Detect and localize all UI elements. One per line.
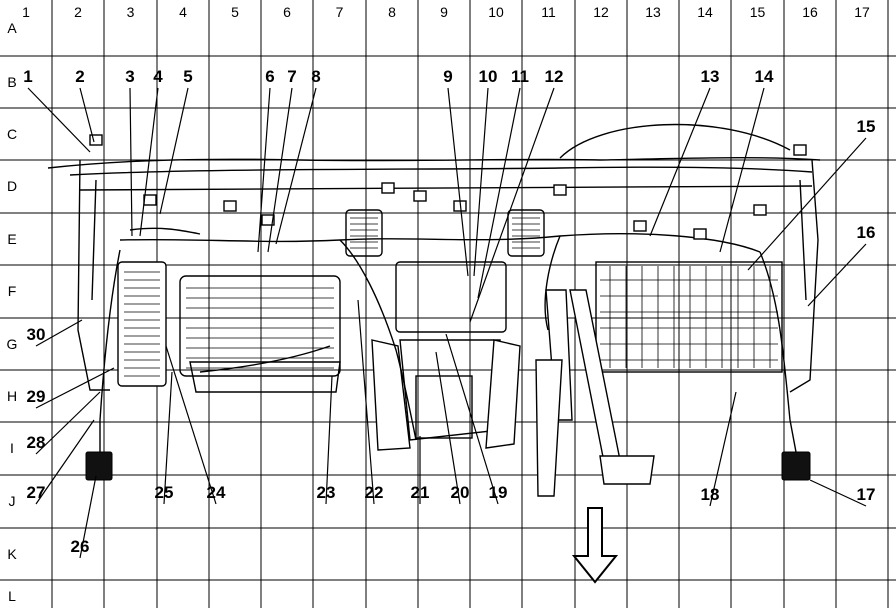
- glovebox-slats: [186, 287, 334, 369]
- callout-number: 5: [183, 67, 192, 86]
- callout-number: 8: [311, 67, 320, 86]
- callout-number: 9: [443, 67, 452, 86]
- row-label: C: [7, 126, 17, 142]
- callout-number: 3: [125, 67, 134, 86]
- callout-number: 19: [489, 483, 508, 502]
- callout-leader-line: [163, 371, 173, 505]
- callout-leader-line: [159, 87, 189, 215]
- column-label: 16: [802, 4, 818, 20]
- column-label: 13: [645, 4, 661, 20]
- row-label: I: [10, 440, 14, 456]
- column-label: 1: [22, 4, 30, 20]
- callout-leader-line: [719, 87, 765, 253]
- callout-leaders: [27, 87, 867, 559]
- callout-number: 28: [27, 433, 46, 452]
- callout-leader-line: [275, 87, 317, 245]
- callout-number: 7: [287, 67, 296, 86]
- callout-number: 13: [701, 67, 720, 86]
- column-label: 15: [750, 4, 766, 20]
- callout-leader-line: [445, 333, 499, 505]
- callout-number: 12: [545, 67, 564, 86]
- row-label: F: [8, 283, 17, 299]
- callout-number: 11: [511, 67, 529, 86]
- arrow-down-icon: [571, 507, 619, 584]
- column-label: 12: [593, 4, 609, 20]
- callout-leader-line: [477, 87, 521, 299]
- row-label: J: [9, 493, 16, 509]
- callout-leader-line: [807, 243, 867, 307]
- callout-number: 22: [365, 483, 384, 502]
- row-label: L: [8, 588, 16, 604]
- callout-number: 15: [857, 117, 876, 136]
- left-connector-slats: [124, 271, 160, 377]
- right-panel-grid: [600, 266, 778, 368]
- row-label: E: [7, 231, 16, 247]
- callout-leader-line: [473, 87, 489, 277]
- callout-number: 23: [317, 483, 336, 502]
- callout-leader-line: [35, 367, 115, 409]
- callout-leader-line: [357, 299, 375, 505]
- column-label: 6: [283, 4, 291, 20]
- column-label: 4: [179, 4, 187, 20]
- column-label: 14: [697, 4, 713, 20]
- callout-leader-line: [139, 87, 159, 237]
- callout-number: 2: [75, 67, 84, 86]
- column-label: 2: [74, 4, 82, 20]
- callout-leader-line: [649, 87, 711, 237]
- callout-leader-line: [35, 391, 101, 455]
- column-label: 5: [231, 4, 239, 20]
- vent-slats: [350, 217, 540, 249]
- row-label: B: [7, 74, 16, 90]
- callout-leader-line: [709, 391, 737, 507]
- callout-leader-line: [165, 345, 217, 505]
- callout-leader-line: [35, 419, 95, 505]
- callout-leader-line: [747, 137, 867, 271]
- callout-number: 14: [755, 67, 774, 86]
- row-label: G: [7, 336, 18, 352]
- callout-number: 24: [207, 483, 226, 502]
- callout-number: 6: [265, 67, 274, 86]
- callout-number: 27: [27, 483, 46, 502]
- column-label: 11: [541, 4, 556, 20]
- callout-leader-line: [79, 475, 97, 559]
- row-label: H: [7, 388, 17, 404]
- callout-number: 16: [857, 223, 876, 242]
- callout-leader-line: [469, 87, 555, 323]
- callout-number: 17: [857, 485, 876, 504]
- callout-number: 29: [27, 387, 46, 406]
- column-label: 7: [336, 4, 344, 20]
- callout-leader-line: [435, 351, 461, 505]
- callout-number: 1: [23, 67, 32, 86]
- column-label: 17: [854, 4, 870, 20]
- callout-number: 26: [71, 537, 90, 556]
- callout-leader-line: [267, 87, 293, 253]
- column-label: 8: [388, 4, 396, 20]
- callout-leader-line: [129, 87, 133, 237]
- callout-leader-line: [257, 87, 271, 253]
- row-label: D: [7, 178, 17, 194]
- callout-number: 30: [27, 325, 46, 344]
- row-label: K: [7, 546, 17, 562]
- column-label: 10: [488, 4, 504, 20]
- callout-leader-line: [325, 375, 333, 505]
- callout-number: 18: [701, 485, 720, 504]
- column-label: 9: [440, 4, 448, 20]
- row-label: A: [7, 20, 17, 36]
- callout-leader-line: [35, 319, 83, 347]
- callout-leader-line: [809, 479, 867, 507]
- callout-leader-line: [27, 87, 91, 153]
- callout-number: 10: [479, 67, 498, 86]
- callout-leader-line: [447, 87, 469, 277]
- callout-number: 4: [153, 67, 163, 86]
- callout-leader-line: [79, 87, 95, 143]
- row-labels: A B C D E F G H I J K L: [7, 20, 18, 604]
- callout-number: 21: [411, 483, 430, 502]
- instrument-panel-drawing: [47, 123, 821, 584]
- callout-number: 20: [451, 483, 470, 502]
- column-label: 3: [127, 4, 135, 20]
- callout-number: 25: [155, 483, 174, 502]
